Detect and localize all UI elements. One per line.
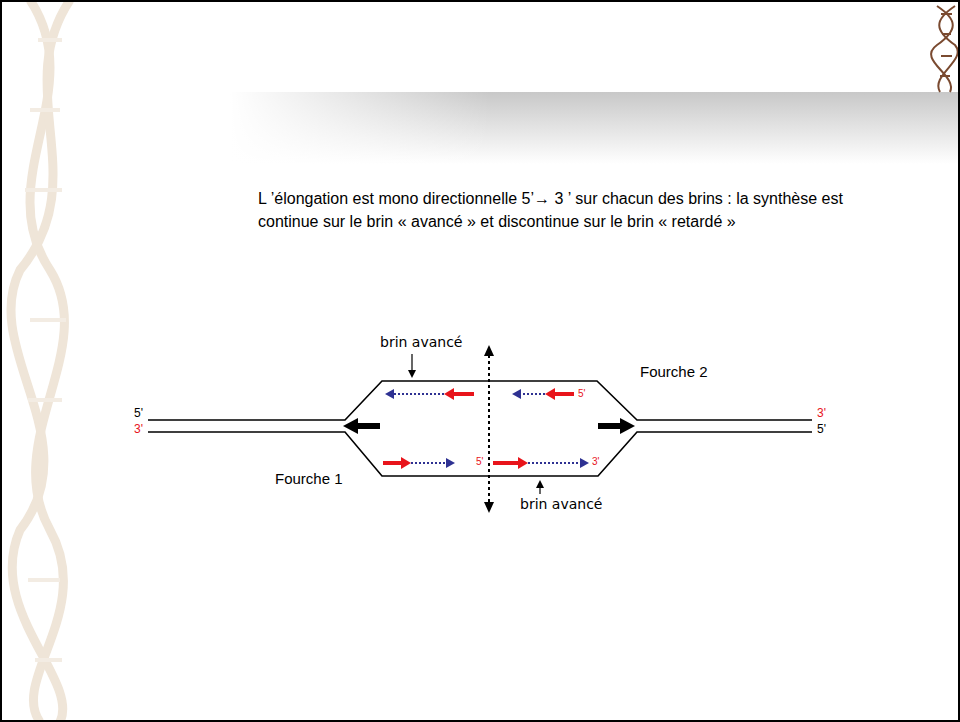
new-dna-arrow-head	[385, 389, 394, 399]
origin-arrow-head	[484, 345, 494, 356]
helix-strand	[938, 6, 957, 92]
origin-arrow-head	[484, 502, 494, 513]
helix-rung	[28, 398, 62, 402]
strand-label: brin avancé	[520, 496, 602, 512]
primer-arrow	[452, 392, 474, 396]
fork-label: Fourche 2	[640, 363, 708, 380]
origin-line	[488, 355, 490, 503]
dna-strand	[148, 432, 812, 476]
header-band-fade	[230, 92, 490, 164]
fork-arrow-shaft	[598, 423, 622, 429]
background-helix-rungs	[25, 40, 66, 660]
primer-arrow	[383, 461, 403, 465]
helix-rung	[940, 75, 950, 77]
helix-rung	[941, 55, 952, 57]
new-dna-arrow	[392, 393, 444, 395]
helix-strand	[30, 0, 64, 722]
dna-strand	[148, 381, 812, 420]
pointer-head	[408, 370, 416, 378]
new-dna-arrow	[528, 462, 582, 464]
end-label: 3'	[817, 407, 826, 421]
helix-rung	[25, 188, 62, 192]
helix-rung	[28, 578, 60, 582]
fork-label: Fourche 1	[275, 470, 343, 487]
fork-arrow-head	[620, 418, 635, 434]
fork-arrow-shaft	[356, 423, 380, 429]
strand-label: brin avancé	[380, 334, 462, 350]
helix-rung	[30, 318, 66, 322]
background-helix	[11, 0, 70, 722]
helix-rung	[30, 108, 60, 112]
new-dna-arrow	[519, 393, 545, 395]
pointer-line	[539, 487, 540, 494]
fork-arrow-head	[343, 418, 358, 434]
primer-arrow-head	[401, 457, 411, 469]
corner-helix	[931, 6, 958, 92]
end-label: 5'	[817, 423, 826, 437]
helix-rung	[941, 13, 952, 15]
end-label: 3'	[592, 456, 599, 468]
header-band	[230, 92, 960, 164]
primer-arrow-head	[518, 457, 528, 469]
end-label: 5'	[134, 407, 143, 421]
primer-arrow-head	[545, 388, 555, 400]
end-label: 5'	[476, 456, 483, 468]
pointer-line	[411, 354, 412, 371]
new-dna-arrow-head	[512, 389, 521, 399]
end-label: 5'	[578, 388, 585, 400]
slide-title: L ’élongation est mono directionnelle 5’…	[258, 187, 873, 233]
primer-arrow-head	[444, 388, 454, 400]
helix-strand	[11, 0, 70, 722]
helix-rung	[38, 38, 62, 42]
new-dna-arrow-head	[580, 458, 589, 468]
primer-arrow	[493, 461, 520, 465]
primer-arrow	[553, 392, 574, 396]
end-label: 3'	[134, 423, 143, 437]
new-dna-arrow-head	[446, 458, 455, 468]
new-dna-arrow	[411, 462, 448, 464]
helix-rung	[942, 33, 951, 35]
pointer-head	[536, 480, 544, 488]
helix-rung	[35, 658, 62, 662]
